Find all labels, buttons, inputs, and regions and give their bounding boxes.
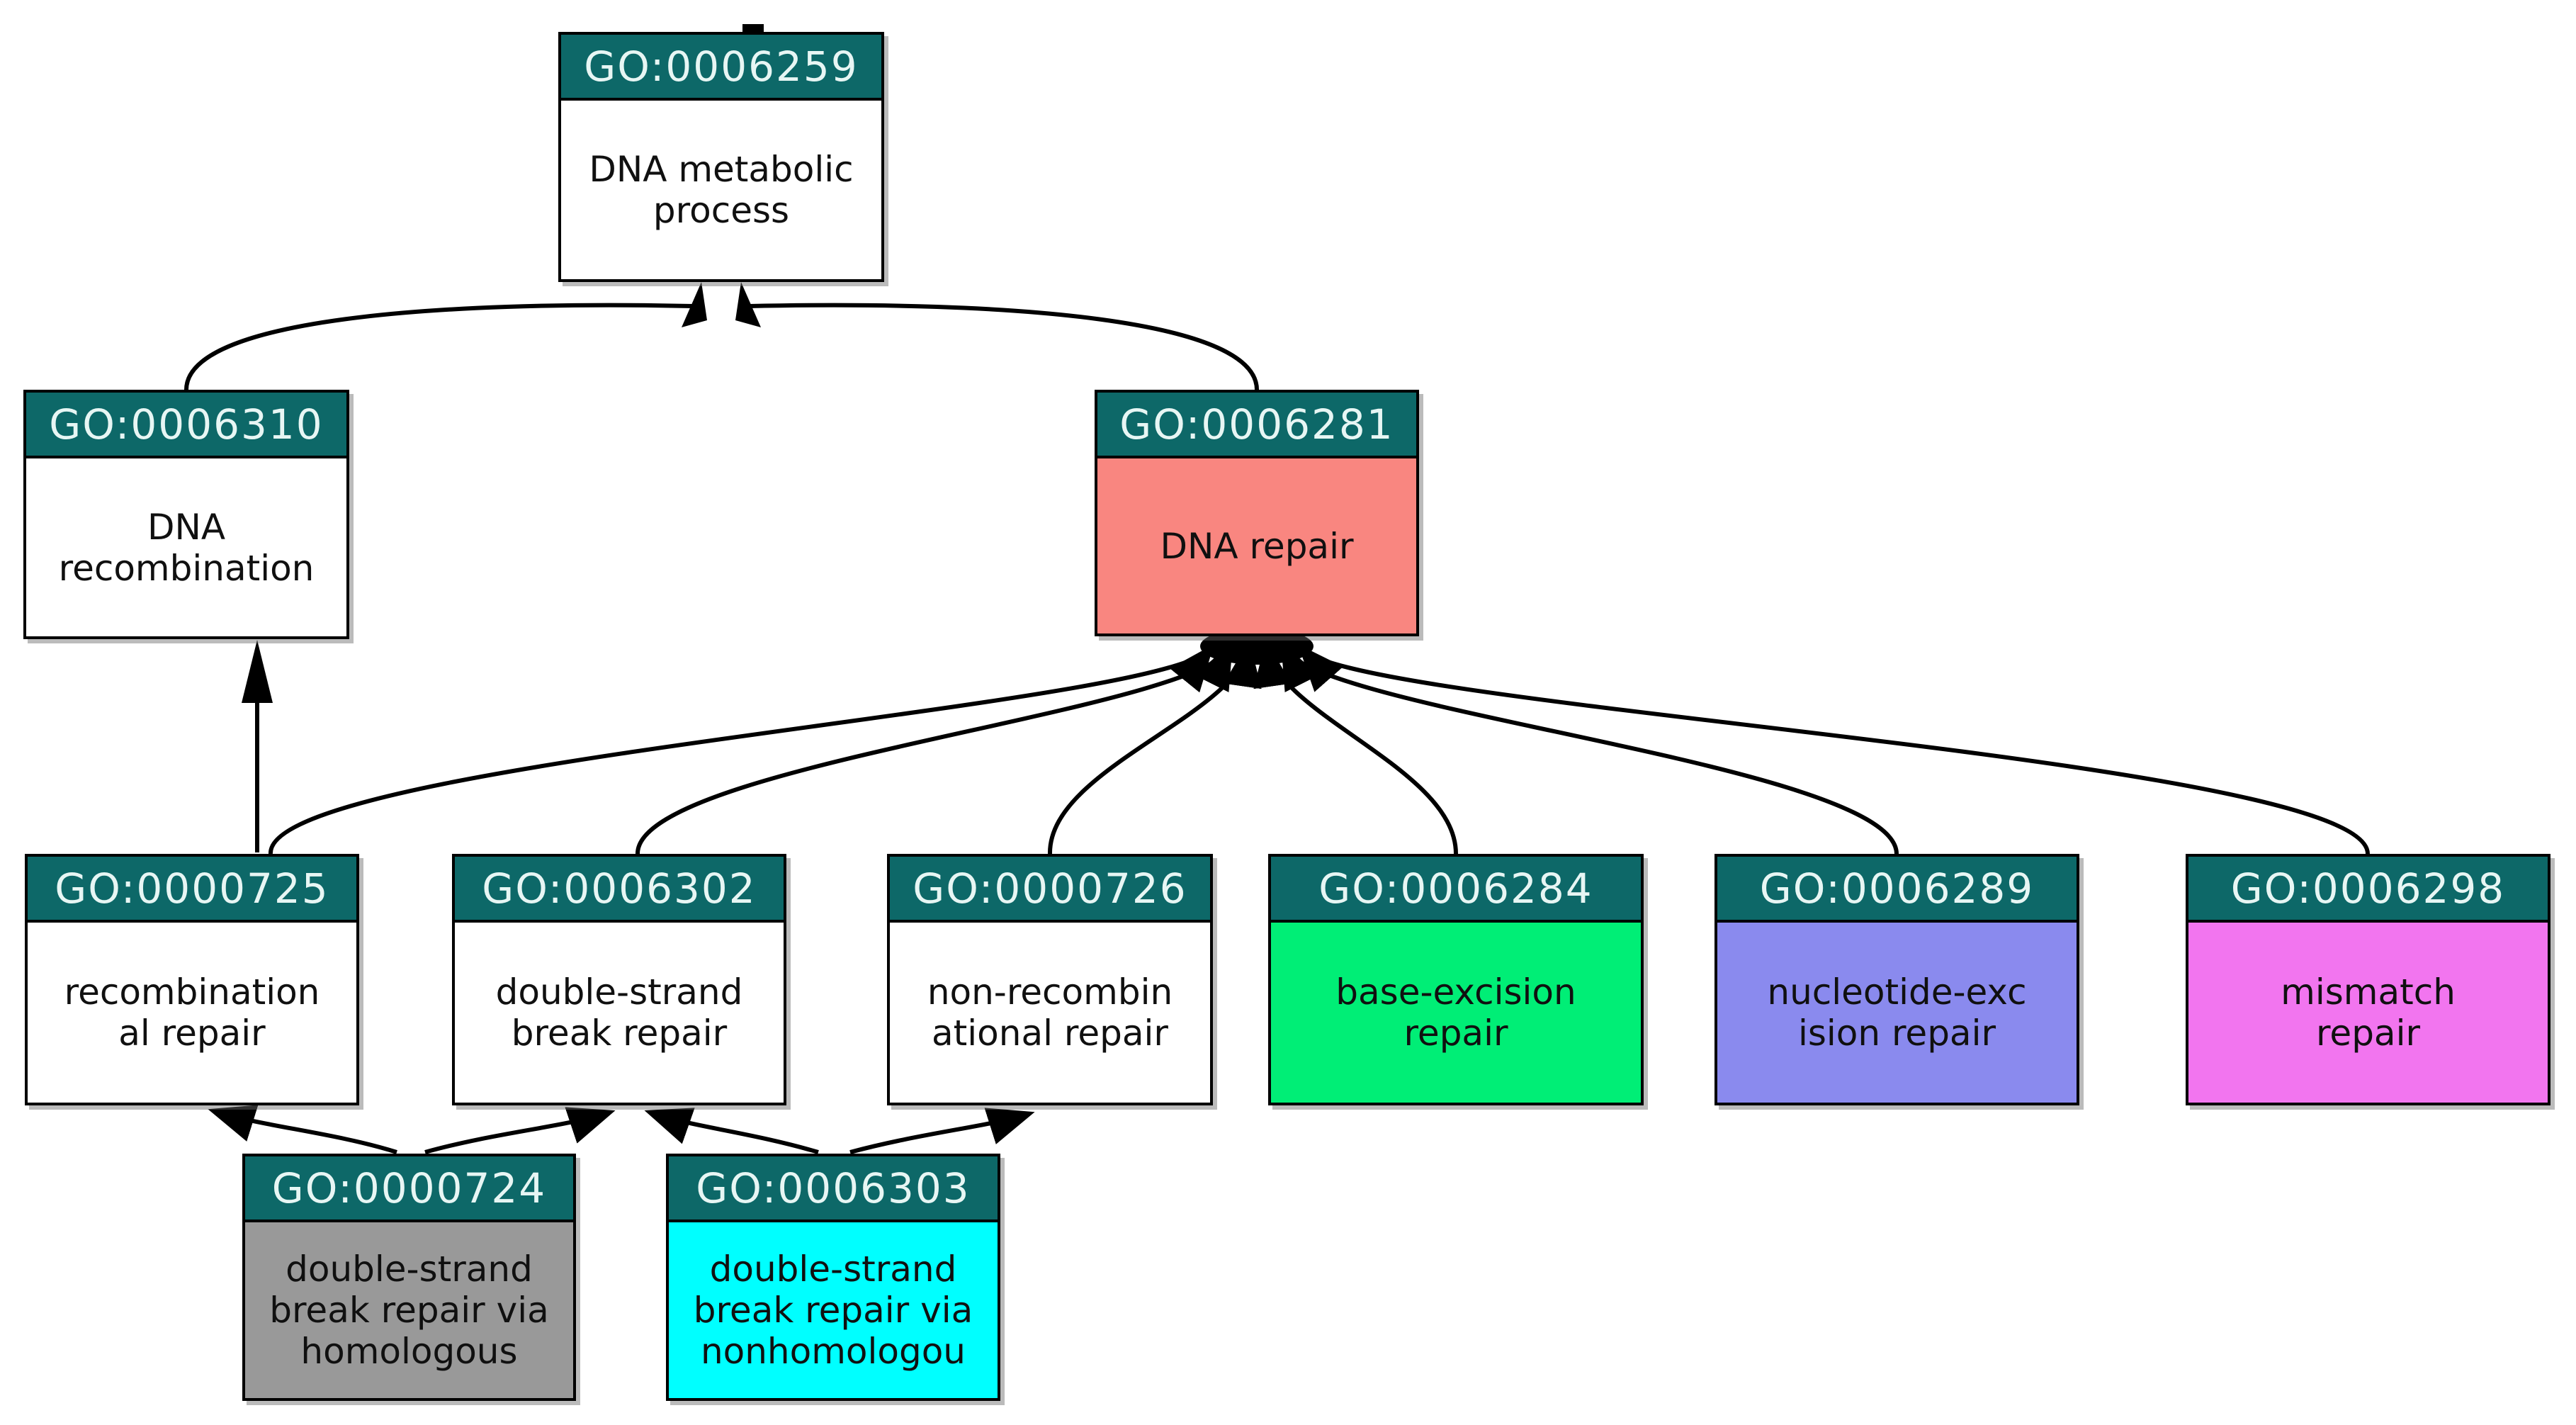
go-term-id: GO:0006259 bbox=[561, 35, 881, 101]
go-term-id: GO:0000726 bbox=[890, 857, 1210, 923]
go-term-node-GO-0006289[interactable]: GO:0006289 nucleotide-exc ision repair bbox=[1714, 854, 2079, 1105]
go-term-id: GO:0000724 bbox=[245, 1156, 573, 1222]
go-term-id: GO:0006303 bbox=[669, 1156, 998, 1222]
edge-0000724-0000725 bbox=[208, 1105, 397, 1154]
edge-0006303-0000726 bbox=[849, 1108, 1035, 1154]
go-term-label: recombination al repair bbox=[28, 923, 356, 1103]
edge-0006303-0006302 bbox=[644, 1108, 819, 1154]
go-term-node-GO-0000725[interactable]: GO:0000725 recombination al repair bbox=[25, 854, 359, 1105]
go-term-id: GO:0006302 bbox=[455, 857, 784, 923]
go-term-label: double-strand break repair via nonhomolo… bbox=[669, 1222, 998, 1398]
arrowhead-cluster-0006281 bbox=[1200, 628, 1314, 665]
go-term-node-GO-0000724[interactable]: GO:0000724 double-strand break repair vi… bbox=[242, 1154, 576, 1401]
edge-0006284-0006281 bbox=[1253, 640, 1458, 855]
go-term-node-GO-0006303[interactable]: GO:0006303 double-strand break repair vi… bbox=[666, 1154, 1000, 1401]
go-term-id: GO:0006298 bbox=[2188, 857, 2548, 923]
edge-0006302-0006281 bbox=[635, 641, 1233, 855]
edge-root-parent-stub bbox=[742, 24, 764, 33]
go-term-node-GO-0006302[interactable]: GO:0006302 double-strand break repair bbox=[452, 854, 786, 1105]
go-term-label: double-strand break repair via homologou… bbox=[245, 1222, 573, 1398]
arrowhead-0000725-0006310 bbox=[242, 640, 273, 703]
go-term-node-GO-0006298[interactable]: GO:0006298 mismatch repair bbox=[2186, 854, 2550, 1105]
go-term-label: mismatch repair bbox=[2188, 923, 2548, 1103]
edge-0006310-0006259 bbox=[184, 303, 694, 390]
go-term-node-GO-0000726[interactable]: GO:0000726 non-recombin ational repair bbox=[887, 854, 1213, 1105]
arrowhead-0006281-0006259 bbox=[735, 282, 761, 327]
go-term-id: GO:0006310 bbox=[26, 393, 346, 458]
edge-0006281-0006259 bbox=[749, 303, 1259, 390]
go-term-id: GO:0006281 bbox=[1097, 393, 1416, 458]
edge-0000724-0006302 bbox=[424, 1107, 616, 1154]
edge-0000725-0006281 bbox=[268, 644, 1214, 855]
go-term-label: non-recombin ational repair bbox=[890, 923, 1210, 1103]
go-term-label: double-strand break repair bbox=[455, 923, 784, 1103]
arrowhead-0006310-0006259 bbox=[682, 282, 707, 327]
edge-0000726-0006281 bbox=[1047, 640, 1262, 855]
edge-0006298-0006281 bbox=[1297, 644, 2370, 855]
go-term-label: DNA metabolic process bbox=[561, 101, 881, 279]
go-term-label: DNA recombination bbox=[26, 458, 346, 636]
go-term-label: DNA repair bbox=[1097, 458, 1416, 633]
go-term-id: GO:0006284 bbox=[1271, 857, 1641, 923]
go-term-node-GO-0006284[interactable]: GO:0006284 base-excision repair bbox=[1268, 854, 1644, 1105]
go-term-label: nucleotide-exc ision repair bbox=[1717, 923, 2077, 1103]
go-term-id: GO:0006289 bbox=[1717, 857, 2077, 923]
go-term-label: base-excision repair bbox=[1271, 923, 1641, 1103]
go-term-node-GO-0006259[interactable]: GO:0006259 DNA metabolic process bbox=[558, 32, 884, 282]
go-term-id: GO:0000725 bbox=[28, 857, 356, 923]
go-term-node-GO-0006281[interactable]: GO:0006281 DNA repair bbox=[1095, 390, 1419, 636]
go-term-node-GO-0006310[interactable]: GO:0006310 DNA recombination bbox=[23, 390, 349, 639]
